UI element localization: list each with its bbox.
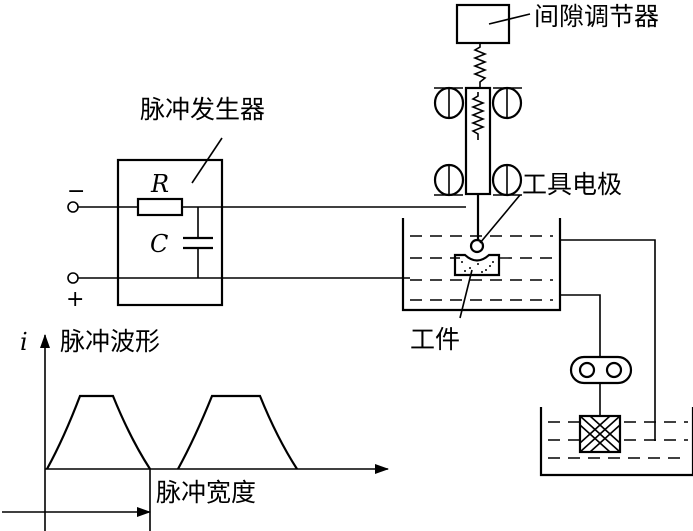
negative-sign: −: [67, 179, 85, 204]
electrode-spindle: [464, 86, 492, 196]
gap-regulator-box: [455, 3, 511, 45]
filter-element: [578, 414, 622, 454]
workpiece-block: [453, 253, 501, 277]
pulse-generator: 脉冲发生器 R C: [116, 95, 265, 307]
work-tank: [401, 218, 562, 312]
pump-body: [569, 355, 633, 385]
pulse-generator-box: [116, 158, 224, 307]
gap-regulator-label: 间隙调节器: [534, 2, 659, 31]
positive-sign: +: [66, 287, 84, 312]
regulator-spring: [472, 43, 488, 88]
capacitor-label: C: [150, 230, 168, 258]
gap-regulator-leader-line: [488, 13, 531, 25]
pulse-1: [46, 394, 151, 470]
gap-regulator: 间隙调节器: [455, 2, 659, 88]
workpiece-leader-line: [459, 269, 473, 319]
electrode-tip: [469, 238, 485, 254]
pulse-2: [177, 394, 298, 470]
filter-tank-walls: [539, 407, 693, 477]
resistor: [136, 197, 184, 217]
tool-electrode-leader-line: [479, 194, 521, 244]
return-pipe: [560, 239, 656, 441]
workpiece-label: 工件: [410, 325, 460, 354]
pump-rotor-right: [605, 361, 623, 379]
spindle-spring: [470, 92, 486, 140]
current-axis-label: i: [20, 328, 28, 356]
pump-rotor-left: [578, 361, 596, 379]
pulse-width-label: 脉冲宽度: [156, 478, 256, 507]
work-tank-walls: [401, 218, 562, 312]
filter-tank: [539, 407, 693, 477]
tool-electrode-label: 工具电极: [522, 170, 622, 199]
upper-guide-rollers: [433, 86, 523, 120]
pulse-generator-label: 脉冲发生器: [140, 95, 265, 124]
circuit-wiring: [67, 201, 656, 441]
pulse-waveform-plot: i 脉冲波形 脉冲宽度: [2, 327, 389, 531]
workpiece-texture: [461, 261, 494, 273]
resistor-label: R: [150, 170, 169, 198]
drain-pipe: [560, 294, 601, 357]
positive-terminal: [67, 272, 79, 284]
pulse-waveform-label: 脉冲波形: [60, 327, 160, 356]
pulse-generator-leader-line: [191, 137, 223, 184]
electrode-guide-assembly: [433, 86, 523, 254]
pump: [569, 355, 633, 416]
lower-guide-rollers: [433, 163, 523, 197]
